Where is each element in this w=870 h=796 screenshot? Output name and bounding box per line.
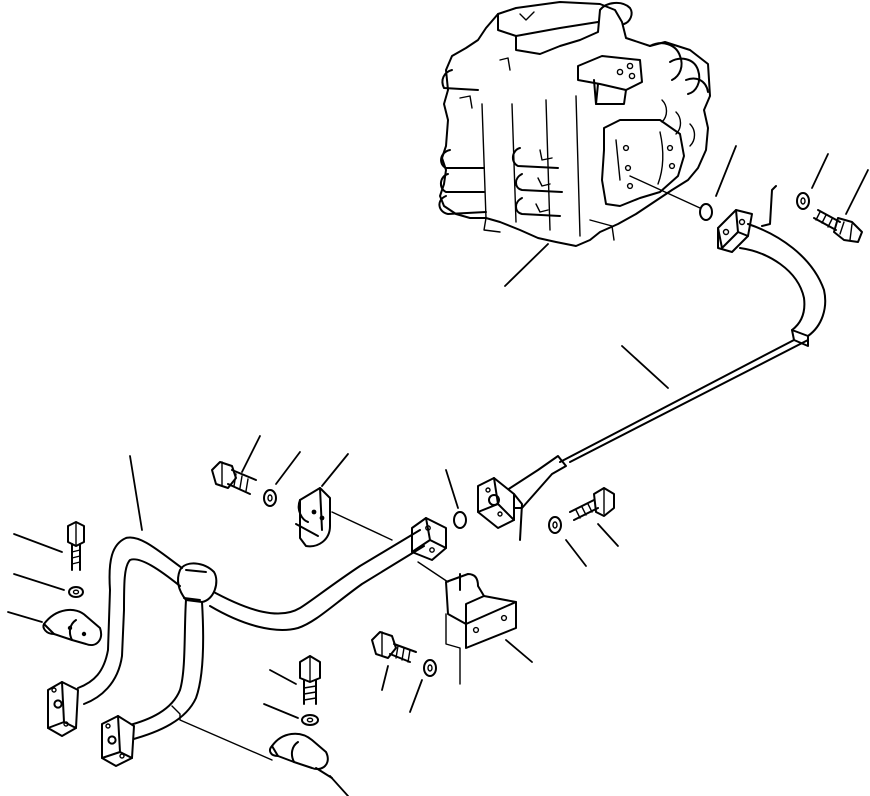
bolt-bottom-icon	[269, 655, 321, 705]
clamp-center-icon	[295, 453, 393, 548]
washer-left-icon	[13, 573, 84, 598]
bolt-bracket-icon	[371, 631, 417, 691]
control-valve-icon	[438, 1, 711, 287]
o-ring-upper-icon	[699, 145, 737, 221]
washer-bottom-icon	[263, 703, 319, 726]
bolt-upper-icon	[813, 169, 869, 243]
tube-upper-icon	[477, 185, 827, 541]
tube-lower-icon	[47, 455, 447, 767]
clamp-left-icon	[7, 608, 102, 646]
bolt-right-icon	[569, 487, 619, 547]
bolt-center-icon	[211, 435, 261, 495]
washer-center-icon	[263, 451, 301, 507]
washer-bracket-icon	[409, 659, 437, 713]
bracket-icon	[417, 561, 533, 685]
clamp-bottom-icon	[171, 705, 349, 796]
o-ring-center-icon	[445, 469, 467, 529]
washer-upper-icon	[796, 153, 829, 210]
bolt-left-icon	[13, 521, 85, 571]
washer-right-icon	[548, 516, 587, 567]
